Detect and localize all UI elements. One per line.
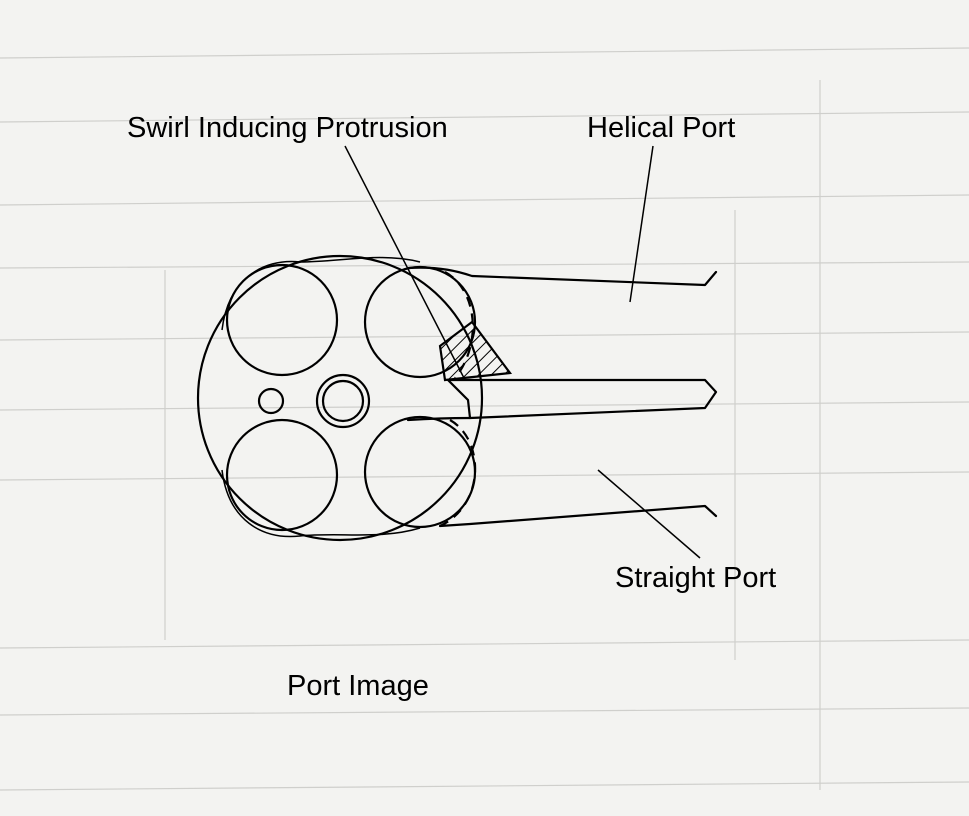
swirl-inducing-protrusion-label: Swirl Inducing Protrusion — [127, 112, 448, 144]
helical-port-duct — [406, 266, 718, 287]
valve-seat-upper-right — [363, 265, 477, 379]
straight-port-hidden-edge — [439, 419, 477, 527]
valve-seat-lower-right — [363, 415, 477, 529]
straight-port-duct — [406, 416, 718, 528]
figure-caption: Port Image — [287, 670, 429, 702]
straight-port-leader — [597, 469, 701, 559]
injector-hole-inner — [321, 379, 365, 423]
valve-lobe-outline — [221, 256, 421, 538]
helical-port-label: Helical Port — [587, 112, 736, 144]
small-hole — [257, 387, 285, 415]
cylinder-bore — [196, 254, 484, 542]
helical-port-leader — [629, 145, 654, 303]
central-divider — [446, 378, 718, 420]
valve-seat-lower-left — [225, 418, 339, 532]
injector-hole-outer — [315, 373, 371, 429]
straight-port-label: Straight Port — [615, 562, 777, 594]
valve-seat-upper-left — [225, 263, 339, 377]
swirl-protrusion-leader — [344, 145, 466, 381]
